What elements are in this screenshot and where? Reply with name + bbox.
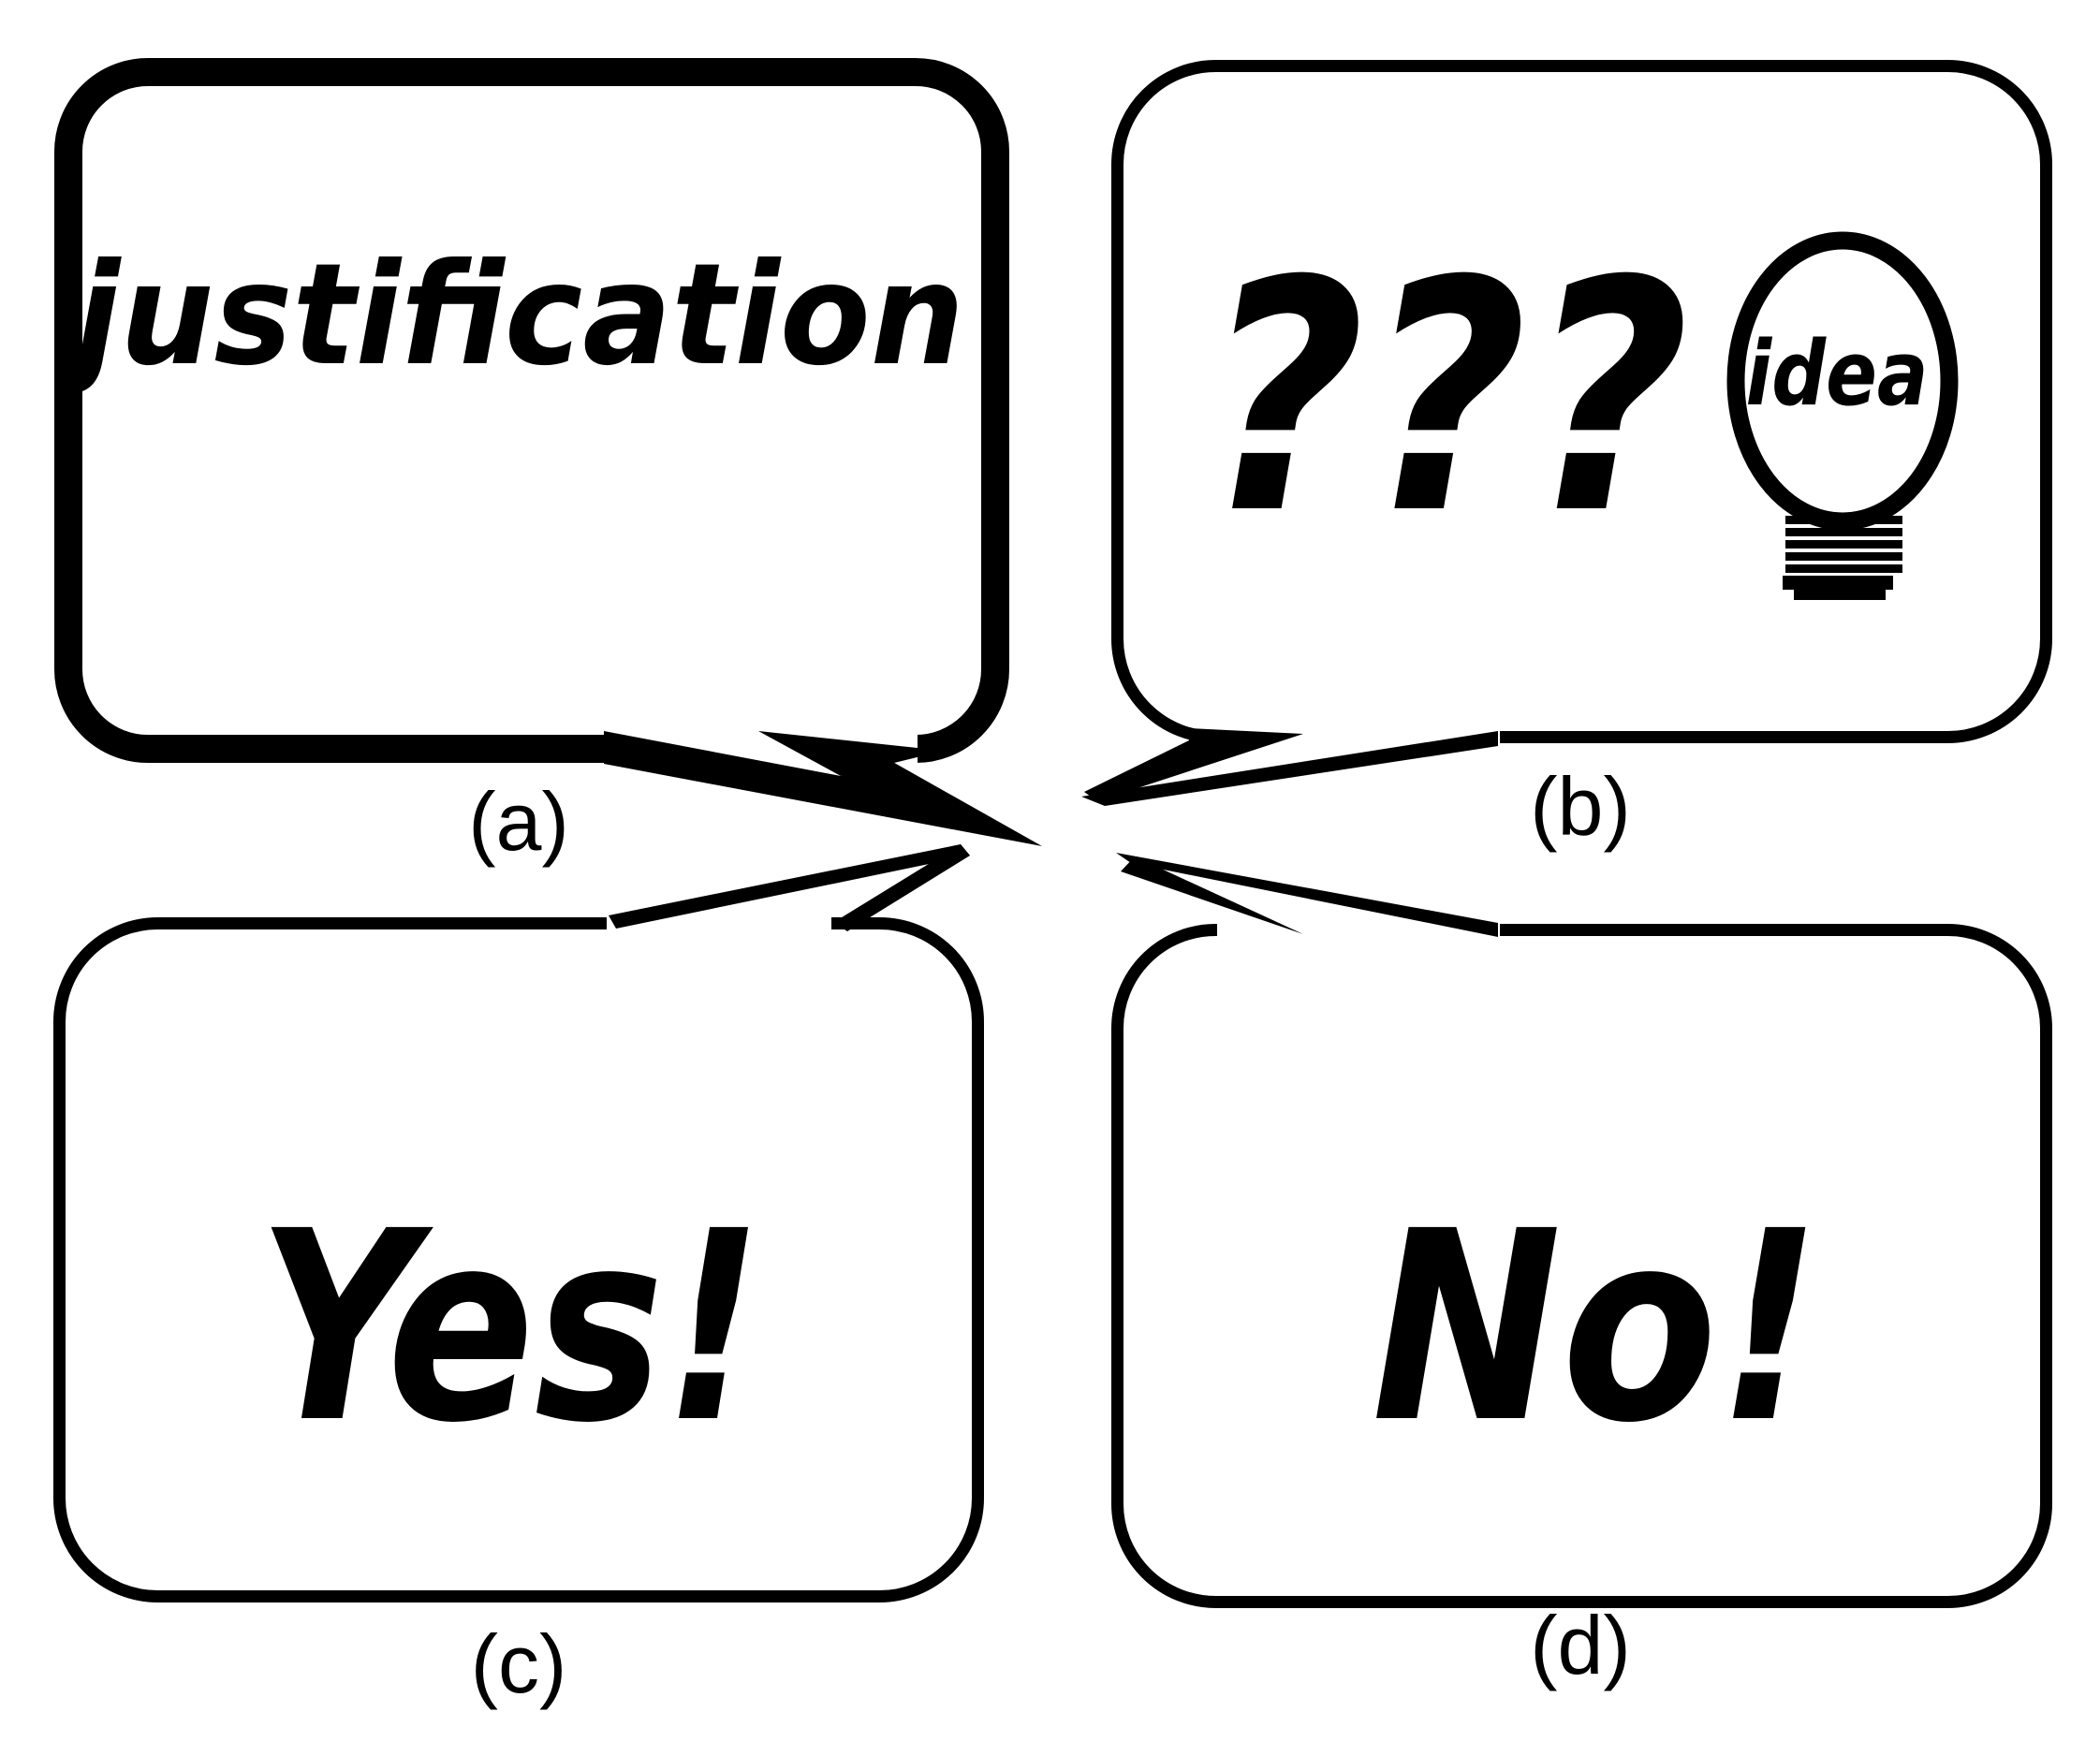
speech-tail-b-kink [1084,728,1303,801]
speech-tail-d [1116,853,1498,937]
speech-bubble-yes: Yes! [53,844,984,1602]
lightbulb-thread [1785,516,1902,524]
panel-label-d: (d) [1530,1599,1631,1691]
bubble-a-outline [54,58,1009,763]
bubble-d-outline [1111,924,2052,1608]
lightbulb-idea-text: idea [1746,323,1929,426]
panel-label-a: (a) [468,775,569,868]
lightbulb-thread [1785,564,1902,573]
lightbulb-base [1783,576,1893,590]
speech-bubble-justification: justification [54,58,1042,846]
panel-label-b: (b) [1530,760,1631,853]
speech-tail-a [604,731,1042,846]
speech-tail-d-kink [1121,856,1303,934]
lightbulb-thread [1785,528,1902,536]
lightbulb-base-tip [1794,590,1886,600]
lightbulb-thread [1785,540,1902,549]
speech-tail-c [609,844,970,929]
bubble-b-text: ??? [1203,213,1690,584]
panel-label-c: (c) [471,1617,567,1710]
bubble-c-outline [53,917,984,1602]
bubble-c-text: Yes! [257,1176,763,1481]
bubble-d-border-gap [1217,920,1500,942]
bubble-a-text: justification [57,234,964,397]
speech-bubble-questions: ??? idea [1081,60,2052,806]
lightbulb-thread [1785,552,1902,561]
speech-tail-b [1081,731,1498,806]
speech-tail-c-kink [834,844,970,931]
speech-tail-a-kink [758,731,944,776]
bubble-b-outline [1111,60,2052,743]
speech-bubble-no: No! [1111,853,2052,1608]
idea-lightbulb-icon: idea [1726,231,1959,600]
bubble-d-text: No! [1372,1176,1821,1481]
